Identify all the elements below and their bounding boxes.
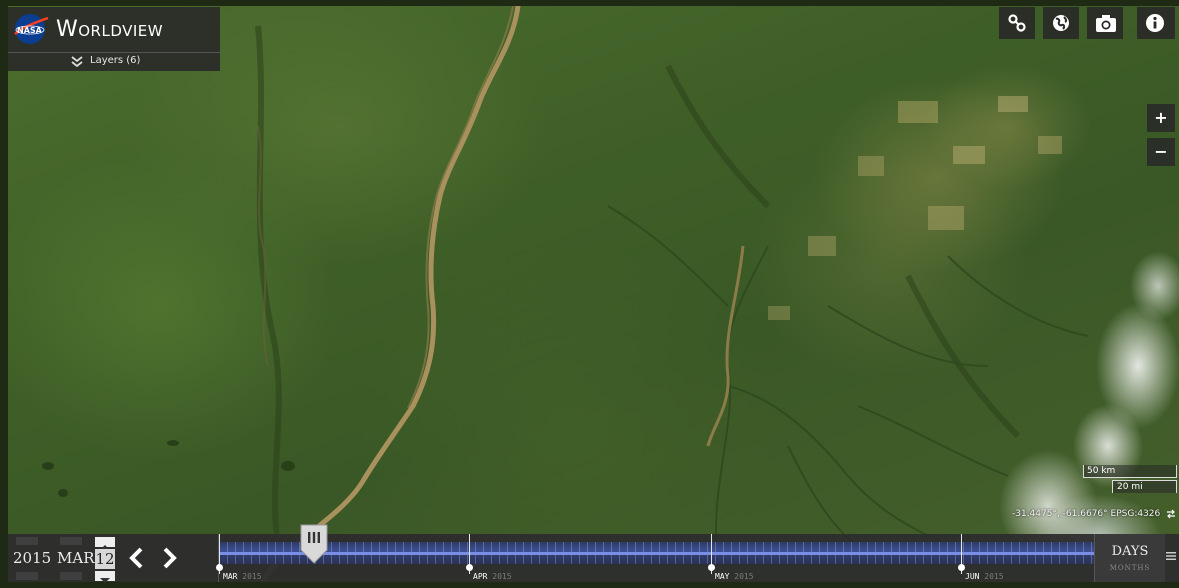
zoom-in-button[interactable]: + xyxy=(1147,104,1175,132)
month-down-arrow[interactable] xyxy=(60,572,82,580)
app-title: Worldview xyxy=(56,17,164,42)
day-down-arrow[interactable] xyxy=(95,571,115,583)
double-chevron-down-icon xyxy=(71,56,83,68)
month-tick xyxy=(469,534,470,574)
zoom-level-days[interactable]: DAYS xyxy=(1111,544,1149,559)
month-dot xyxy=(466,564,473,571)
timeline-date-handle[interactable] xyxy=(300,524,328,564)
caret-up-icon xyxy=(100,545,110,550)
date-year[interactable]: 2015 xyxy=(13,549,52,567)
timeline: 2015 MAR 12 MAR 2015 APR 2015 MAY xyxy=(8,524,1179,583)
globe-icon xyxy=(1053,15,1069,31)
month-up-arrow[interactable] xyxy=(60,537,82,545)
layers-toggle-button[interactable]: Layers (6) xyxy=(8,52,220,72)
date-day[interactable]: 12 xyxy=(95,549,115,569)
hamburger-menu-icon[interactable] xyxy=(1165,550,1177,562)
projection-button[interactable] xyxy=(1043,7,1079,39)
year-up-arrow[interactable] xyxy=(16,537,38,545)
link-icon xyxy=(1008,14,1026,32)
layers-label: Layers (6) xyxy=(90,55,141,66)
cursor-coordinates: -31.4475°, -61.6676° EPSG:4326 xyxy=(1012,509,1161,519)
date-selector: 2015 MAR xyxy=(8,534,95,582)
coordinate-format-toggle-icon[interactable] xyxy=(1166,509,1176,519)
month-label[interactable]: MAY 2015 xyxy=(715,572,754,581)
scale-bar-mi: 20 mi xyxy=(1112,480,1177,493)
prev-day-chevron-icon[interactable] xyxy=(126,546,148,570)
cloud-cover xyxy=(988,246,1179,546)
share-link-button[interactable] xyxy=(999,7,1035,39)
timeline-zoom-selector[interactable]: DAYS MONTHS xyxy=(1094,534,1165,582)
svg-text:NASA: NASA xyxy=(17,26,43,35)
nasa-logo-icon: NASA xyxy=(14,14,49,44)
month-tick xyxy=(711,534,712,574)
month-dot xyxy=(216,564,223,571)
month-tick xyxy=(219,534,220,574)
month-tick xyxy=(961,534,962,574)
timeline-data-line xyxy=(219,552,1095,555)
year-down-arrow[interactable] xyxy=(16,572,38,580)
camera-icon xyxy=(1096,15,1116,32)
day-up-arrow[interactable] xyxy=(95,537,115,550)
date-month[interactable]: MAR xyxy=(57,549,95,567)
next-day-chevron-icon[interactable] xyxy=(158,546,180,570)
info-button[interactable] xyxy=(1137,7,1175,39)
month-dot xyxy=(708,564,715,571)
month-label[interactable]: MAR 2015 xyxy=(223,572,262,581)
month-label[interactable]: JUN 2015 xyxy=(965,572,1004,581)
snapshot-button[interactable] xyxy=(1087,7,1123,39)
brand-panel: NASA Worldview Layers (6) xyxy=(8,7,220,71)
caret-down-icon xyxy=(100,578,110,583)
scale-bar-km: 50 km xyxy=(1083,465,1177,478)
month-dot xyxy=(958,564,965,571)
zoom-out-button[interactable]: − xyxy=(1147,138,1175,166)
info-icon xyxy=(1146,14,1164,32)
month-label[interactable]: APR 2015 xyxy=(473,572,512,581)
logo-row: NASA Worldview xyxy=(8,7,220,50)
satellite-map[interactable] xyxy=(8,6,1179,582)
timeline-track[interactable]: MAR 2015 APR 2015 MAY 2015 JUN 2015 xyxy=(216,524,1095,582)
zoom-level-months[interactable]: MONTHS xyxy=(1109,564,1151,572)
